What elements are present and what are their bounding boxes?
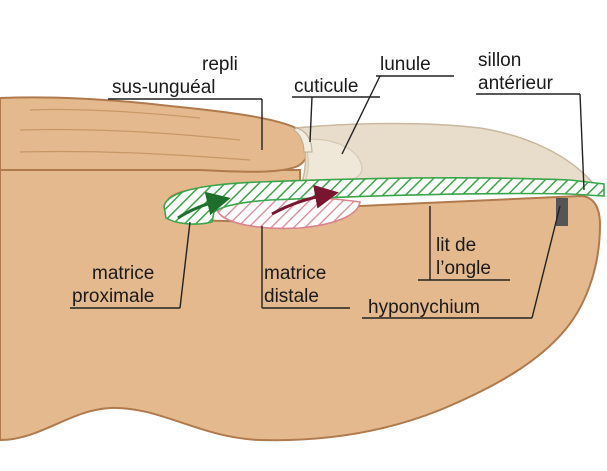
label-anterieur: antérieur — [478, 73, 554, 94]
label-lit-de: lit de — [436, 235, 476, 256]
label-l-ongle: l’ongle — [436, 258, 491, 279]
label-matrice-distale-1: matrice — [264, 263, 326, 284]
label-repli: repli — [202, 54, 238, 75]
label-cuticule: cuticule — [294, 76, 358, 97]
label-matrice-proximale-2: proximale — [72, 286, 154, 307]
label-hyponychium: hyponychium — [368, 297, 480, 318]
label-sillon: sillon — [478, 50, 521, 71]
label-sus-ungueal: sus-unguéal — [112, 77, 216, 98]
label-matrice-proximale-1: matrice — [92, 263, 154, 284]
label-matrice-distale-2: distale — [264, 286, 319, 307]
label-lunule: lunule — [380, 54, 431, 75]
